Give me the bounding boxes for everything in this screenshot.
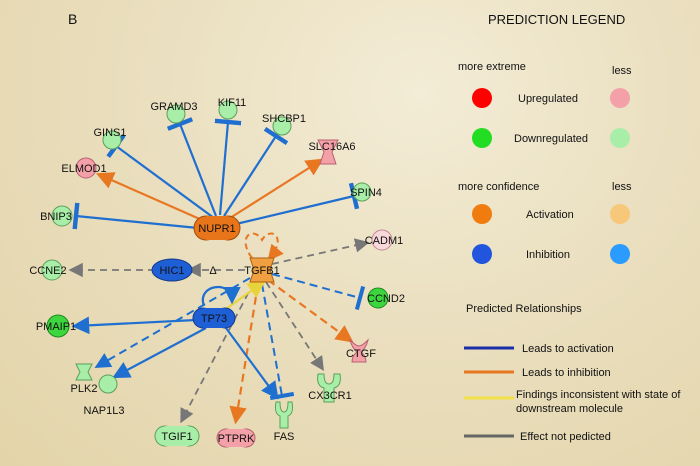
edge-tgfb1-tgif1: [180, 281, 255, 424]
legend-downregulated-strong: [472, 128, 492, 148]
legend-less: less: [612, 65, 632, 77]
node-label: GINS1: [93, 127, 126, 139]
legend-predicted-relationships: Predicted Relationships: [466, 303, 582, 315]
node-label: SLC16A6: [308, 141, 355, 153]
node-pmaip1[interactable]: PMAIP1: [36, 314, 76, 338]
node-slc16a6[interactable]: SLC16A6: [308, 139, 356, 165]
node-label: PTPRK: [218, 433, 255, 445]
node-elmod1[interactable]: ELMOD1: [61, 157, 107, 179]
legend-leads-activation: Leads to activation: [522, 343, 614, 355]
edge-tgfb1-cadm1: [271, 238, 370, 265]
edge-tp73-pmaip1: [71, 316, 197, 335]
node-cadm1[interactable]: CADM1: [365, 229, 404, 251]
legend-inhibition-weak: [610, 244, 630, 264]
edge-nupr1-spin4: [235, 182, 360, 226]
legend-more-confidence: more confidence: [458, 181, 539, 193]
tgfb1-edges: [68, 232, 370, 425]
edge-tgfb1-self: [244, 232, 284, 262]
nupr1-edges: [72, 117, 360, 230]
legend-activation-label: Activation: [526, 209, 574, 221]
legend-less-confidence: less: [612, 181, 632, 193]
legend-downregulated-weak: [610, 128, 630, 148]
legend-activation-weak: [610, 204, 630, 224]
edge-nupr1-gramd3: [166, 117, 218, 217]
node-tgif1[interactable]: TGIF1: [154, 425, 200, 447]
legend-findings-line1: Findings inconsistent with state of: [516, 389, 681, 401]
node-label: KIF11: [218, 97, 247, 109]
node-nap1l3[interactable]: NAP1L3: [84, 374, 125, 417]
node-label: CCNE2: [29, 265, 66, 277]
node-label: NAP1L3: [84, 405, 125, 417]
node-ctgf[interactable]: CTGF: [346, 338, 376, 363]
legend-upregulated-strong: [472, 88, 492, 108]
node-label: NUPR1: [198, 223, 235, 235]
edge-nupr1-kif11: [214, 118, 242, 216]
node-ptprk[interactable]: PTPRK: [216, 428, 256, 448]
node-kif11[interactable]: KIF11: [218, 97, 247, 120]
node-label: TGFB1: [244, 265, 279, 277]
prediction-legend: PREDICTION LEGEND more extreme less Upre…: [458, 12, 681, 443]
edge-nupr1-bnip3: [72, 202, 199, 230]
node-label: CX3CR1: [308, 390, 351, 402]
node-bnip3[interactable]: BNIP3: [40, 205, 73, 227]
legend-activation-strong: [472, 204, 492, 224]
legend-upregulated-weak: [610, 88, 630, 108]
edge-tgfb1-ccnd2: [271, 273, 366, 311]
node-plk2[interactable]: PLK2: [71, 363, 98, 395]
node-tgfb1[interactable]: TGFB1: [244, 257, 280, 283]
edge-tgfb1-fas: [261, 283, 295, 401]
legend-upregulated-label: Upregulated: [518, 93, 578, 105]
node-label: HIC1: [159, 265, 184, 277]
legend-findings-line2: downstream molecule: [516, 403, 623, 415]
legend-inhibition-strong: [472, 244, 492, 264]
node-label: CTGF: [346, 348, 376, 360]
node-label: TP73: [201, 313, 227, 325]
legend-more-extreme: more extreme: [458, 61, 526, 73]
node-label: CCND2: [367, 293, 405, 305]
node-label: ELMOD1: [61, 163, 106, 175]
edge-nupr1-elmod1: [95, 172, 203, 222]
edge-tgfb1-ptprk: [229, 283, 260, 425]
node-label: SHCBP1: [262, 113, 306, 125]
node-tp73[interactable]: TP73: [192, 307, 236, 329]
node-cx3cr1[interactable]: CX3CR1: [308, 373, 352, 403]
edge-tgfb1-cx3cr1: [265, 281, 324, 372]
panel-label: B: [68, 11, 77, 27]
legend-effect-not-predicted: Effect not pedicted: [520, 431, 611, 443]
edge-nupr1-slc16a6: [229, 158, 324, 219]
node-hic1[interactable]: HIC1 Δ: [151, 258, 217, 282]
legend-downregulated-label: Downregulated: [514, 133, 588, 145]
node-label: PLK2: [71, 383, 98, 395]
legend-leads-inhibition: Leads to inhibition: [522, 367, 611, 379]
node-shcbp1[interactable]: SHCBP1: [262, 113, 306, 136]
edge-tgfb1-ctgf: [267, 279, 354, 343]
node-ccne2[interactable]: CCNE2: [29, 259, 67, 281]
edge-tp73-nap1l3: [112, 327, 207, 379]
nodes: NUPR1 TP73 HIC1 Δ TGFB1 GINS1 GRAMD3 KIF…: [29, 97, 405, 448]
edge-tp73-self: [201, 285, 241, 307]
node-ccnd2[interactable]: CCND2: [367, 287, 405, 309]
legend-title: PREDICTION LEGEND: [488, 12, 625, 27]
node-label: GRAMD3: [150, 101, 197, 113]
node-label: BNIP3: [40, 211, 72, 223]
node-label: FAS: [274, 431, 295, 443]
node-gins1[interactable]: GINS1: [93, 127, 127, 150]
edge-nupr1-shcbp1: [223, 126, 289, 217]
node-spin4[interactable]: SPIN4: [350, 182, 382, 202]
edge-nupr1-gins1: [106, 134, 215, 219]
node-gramd3[interactable]: GRAMD3: [150, 101, 198, 124]
node-nupr1[interactable]: NUPR1: [193, 215, 241, 241]
node-label: PMAIP1: [36, 321, 76, 333]
node-label: SPIN4: [350, 187, 382, 199]
node-label: CADM1: [365, 235, 404, 247]
legend-inhibition-label: Inhibition: [526, 249, 570, 261]
edge-tp73-tgfb1: [221, 280, 266, 313]
edge-tp73-fas: [225, 327, 279, 400]
delta-symbol: Δ: [209, 265, 217, 277]
node-label: TGIF1: [161, 431, 192, 443]
node-fas[interactable]: FAS: [274, 401, 295, 443]
tp73-edges: [71, 280, 279, 400]
